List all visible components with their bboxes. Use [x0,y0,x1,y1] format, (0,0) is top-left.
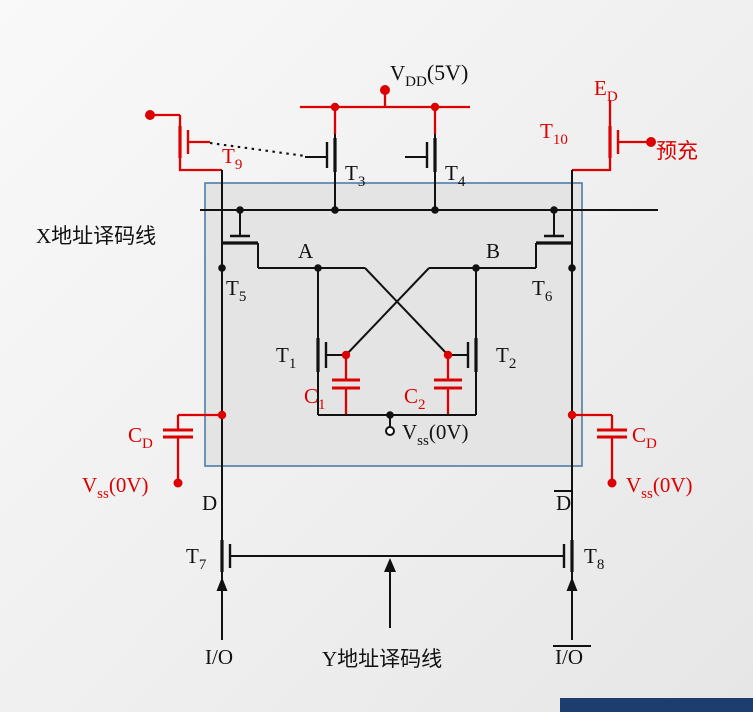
vdd-label: VDD(5V) [390,60,468,90]
c1-label: C1 [304,384,326,413]
t10-label: T10 [540,119,568,148]
t9-transistor [145,110,222,172]
t5-label: T5 [226,276,246,305]
t2-label: T2 [496,343,516,372]
t10-transistor [572,100,656,172]
vss-open-terminal [385,426,395,436]
vss-center-label: Vss(0V) [402,420,469,449]
x-decode-line-label: X地址译码线 [36,224,156,248]
t8-transistor [562,540,578,640]
y-decode-line-label: Y地址译码线 [322,647,442,671]
node-b-label: B [486,239,500,263]
t1-label: T1 [276,343,296,372]
cd-right-capacitor [567,410,627,488]
slide-footer-bar [560,698,753,712]
node-a-label: A [298,239,314,263]
bitline-d-label: D [202,491,217,515]
ed-signal-label: ED [594,76,618,105]
c1-capacitor [332,350,360,415]
t2-transistor [448,338,478,415]
cd-right-label: CD [632,423,657,452]
cd-left-capacitor [163,410,227,488]
io-bar-up-arrowhead [566,577,578,591]
vdd-bus [300,85,470,134]
precharge-label: 预充 [656,139,698,163]
t5-transistor [221,210,259,268]
c2-label: C2 [404,384,426,413]
vss-left-label: Vss(0V) [82,473,149,502]
t3-label: T3 [345,161,365,190]
y-address-line [230,555,564,628]
vdd-terminal-dot [380,85,390,95]
t7-label: T7 [186,544,207,573]
memory-cell-boundary-box [204,182,583,467]
vss-rail [318,411,476,436]
t8-label: T8 [584,544,604,573]
t7-transistor [216,540,232,640]
t6-label: T6 [532,276,553,305]
precharge-terminal-dot [646,137,656,147]
t4-label: T4 [445,161,466,190]
io-bar-label: I/O [555,645,583,669]
io-label: I/O [205,645,233,669]
y-line-arrowhead [384,558,396,572]
t9-label: T9 [222,144,242,173]
t6-transistor [535,210,573,268]
vss-terminal-dot [173,478,183,488]
bitline-d-bar-label: D [556,491,571,515]
t3-transistor [305,134,337,210]
cross-coupling-wires [258,264,536,356]
vss-terminal-dot [607,478,617,488]
t4-transistor [405,134,437,210]
precharge-gate-dotted-link [209,141,306,158]
cd-left-label: CD [128,423,153,452]
c2-capacitor [434,350,462,415]
io-up-arrowhead [216,577,228,591]
vss-right-label: Vss(0V) [626,473,693,502]
